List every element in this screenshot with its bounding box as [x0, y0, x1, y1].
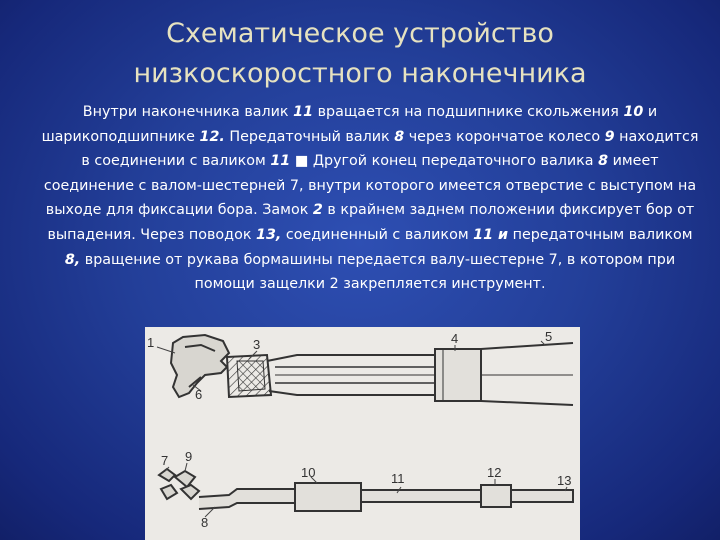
text-run: в крайнем заднем положении фиксирует бор…	[47, 202, 695, 243]
handpiece-tube	[266, 342, 574, 406]
part-number: 11	[293, 104, 314, 120]
part-number: 2	[312, 202, 323, 219]
part-number: 12.	[199, 128, 225, 145]
label-6: 6	[195, 387, 202, 402]
label-7: 7	[161, 453, 168, 468]
title-line-1: Схематическое устройство	[166, 18, 554, 49]
title-line-2: низкоскоростного наконечника	[133, 58, 587, 89]
label-4: 4	[451, 331, 458, 346]
description-paragraph: Внутри наконечника валик 11 вращается на…	[40, 100, 700, 297]
slide-title: Схематическое устройство низкоскоростног…	[0, 14, 720, 94]
text-run: Внутри наконечника валик	[82, 104, 294, 120]
label-1: 1	[147, 335, 154, 350]
part-number: 10	[623, 104, 644, 120]
text-run: Передаточный валик	[224, 128, 395, 145]
text-run: вращается на подшипнике скольжения	[313, 104, 624, 120]
label-13: 13	[557, 473, 571, 488]
label-5: 5	[545, 329, 552, 344]
text-run: соединенный с валиком	[281, 226, 474, 243]
part-number: 8	[598, 153, 609, 170]
text-run: имеет соединение с валом-шестерней 7, вн…	[43, 153, 697, 219]
lower-shaft-assembly	[157, 467, 574, 512]
label-11: 11	[391, 471, 405, 486]
text-run: и шарикоподшипнике	[41, 104, 658, 145]
label-10: 10	[301, 465, 315, 480]
part-number: 11	[270, 153, 291, 170]
leader-lines	[156, 340, 568, 518]
text-run: ■ Другой конец передаточного валика	[290, 153, 599, 170]
text-run: находится в соединении с валиком	[81, 128, 699, 170]
label-8: 8	[201, 515, 208, 530]
handpiece-diagram: 1 3 4 5 6 7 9 8 10 11 12 13	[145, 327, 580, 540]
label-3: 3	[253, 337, 260, 352]
part-number: 8,	[64, 251, 81, 268]
part-labels: 1 3 4 5 6 7 9 8 10 11 12 13	[147, 329, 571, 530]
handpiece-head	[169, 333, 231, 399]
label-9: 9	[185, 449, 192, 464]
hatched-collar	[225, 353, 273, 399]
part-number: 9	[604, 128, 615, 145]
label-12: 12	[487, 465, 501, 480]
part-number: 11 и	[473, 226, 509, 243]
text-run: вращение от рукава бормашины передается …	[80, 251, 676, 293]
part-number: 13,	[256, 226, 282, 243]
text-run: передаточным валиком	[508, 226, 693, 243]
text-run: через корончатое колесо	[404, 128, 605, 145]
part-number: 8	[394, 128, 405, 145]
handpiece-schematic: 1 3 4 5 6 7 9 8 10 11 12 13	[147, 329, 574, 530]
